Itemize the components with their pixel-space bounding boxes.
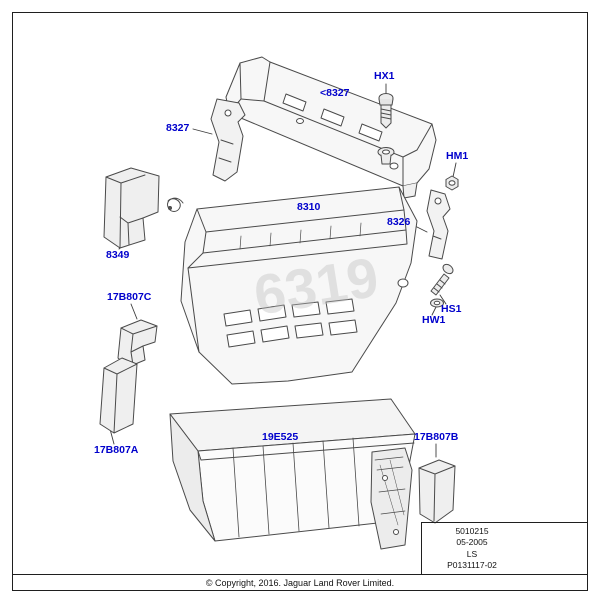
callout-hm1[interactable]: HM1 — [446, 150, 469, 162]
footer-divider — [13, 574, 587, 575]
part-17b807a-foam-art — [99, 357, 138, 434]
part-8326-bracket-art — [426, 189, 451, 260]
callout-8327[interactable]: 8327 — [166, 122, 190, 134]
callout-8326[interactable]: 8326 — [387, 216, 411, 228]
copyright-text: © Copyright, 2016. Jaguar Land Rover Lim… — [205, 578, 395, 588]
hs1-bolt-art — [430, 263, 454, 296]
plate-reference: P0131117-02 — [447, 559, 497, 570]
callout-hx1[interactable]: HX1 — [374, 70, 395, 82]
plate-number: 5010215 — [455, 526, 489, 537]
revision-box: 5010215 05-2005 LS P0131117-02 — [421, 522, 588, 574]
plate-model: LS — [466, 548, 478, 559]
callout-hw1[interactable]: HW1 — [422, 314, 446, 326]
callout-8349[interactable]: 8349 — [106, 249, 130, 261]
callout-8310[interactable]: 8310 — [297, 201, 321, 213]
callout-8327-assembly[interactable]: <8327 — [320, 87, 350, 99]
hx1-screw-art — [377, 93, 395, 165]
part-8349-foam-art — [103, 167, 160, 249]
callout-17b807b[interactable]: 17B807B — [414, 431, 459, 443]
part-8327-bracket-art — [210, 98, 246, 182]
hm1-nut-art — [445, 175, 459, 191]
callout-19e525[interactable]: 19E525 — [262, 431, 299, 443]
part-17b807b-foam-art — [418, 459, 456, 524]
diagram-frame — [12, 12, 588, 591]
callout-hs1[interactable]: HS1 — [441, 303, 462, 315]
plate-date: 05-2005 — [456, 537, 488, 548]
harness-clip-art — [167, 197, 184, 212]
revision-lines: 5010215 05-2005 LS P0131117-02 — [434, 526, 510, 570]
part-8310-shroud-art: 6319 — [180, 186, 418, 385]
callout-17b807a[interactable]: 17B807A — [94, 444, 139, 456]
callout-17b807c[interactable]: 17B807C — [107, 291, 152, 303]
part-19e525-duct-art — [169, 398, 416, 550]
hw1-washer-art — [430, 298, 444, 308]
